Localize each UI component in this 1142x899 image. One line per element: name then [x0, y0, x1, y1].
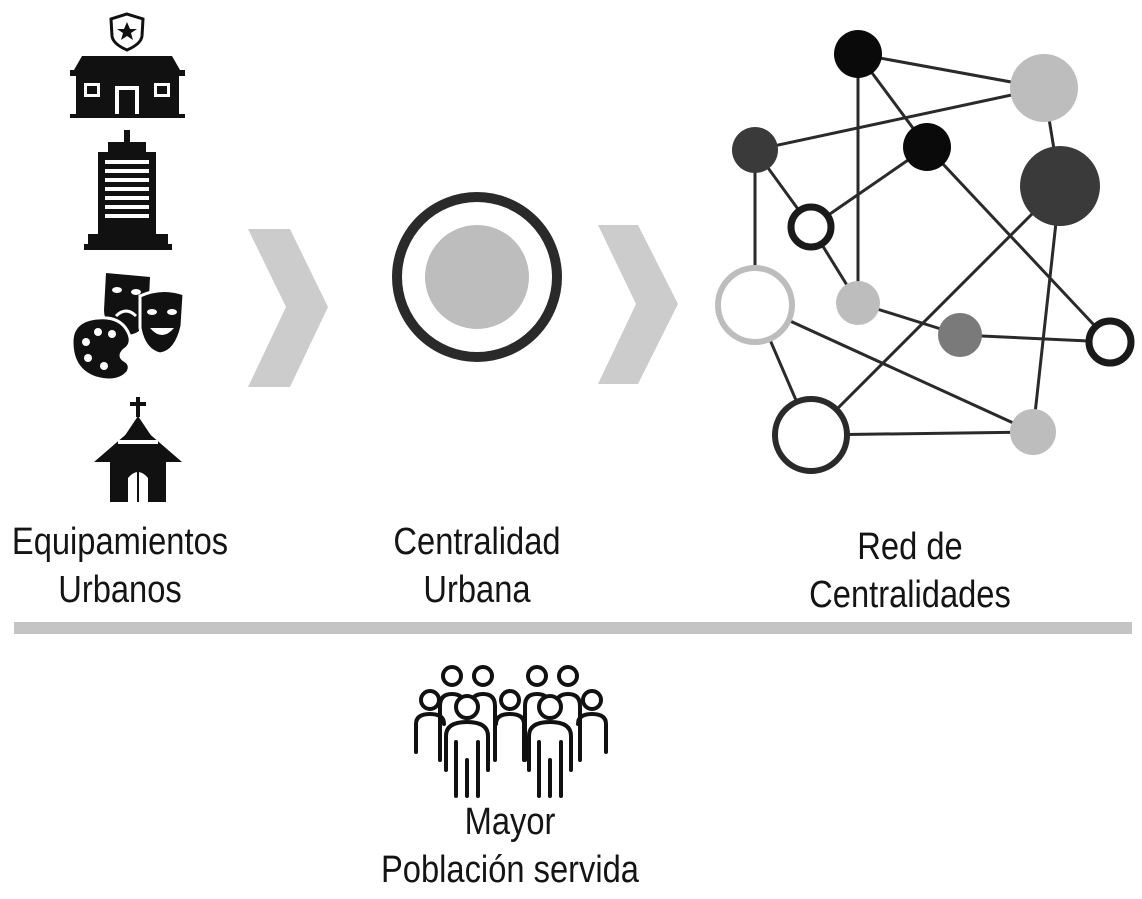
- label-line: Centralidad: [393, 521, 561, 563]
- label-centralidad-urbana: Centralidad Urbana: [357, 518, 598, 614]
- divider: [14, 622, 1132, 634]
- label-line: Centralidades: [809, 574, 1011, 616]
- people-group-icon: [414, 665, 608, 798]
- chevron-right-icon: [248, 229, 328, 387]
- label-line: Equipamientos: [11, 521, 229, 563]
- label-equipamientos-urbanos: Equipamientos Urbanos: [0, 518, 258, 614]
- label-line: Red de: [857, 526, 963, 568]
- label-red-de-centralidades: Red de Centralidades: [781, 523, 1039, 619]
- office-tower-icon: [84, 130, 172, 250]
- theatre-arts-icon: [70, 273, 186, 382]
- label-line: Urbanos: [58, 569, 182, 611]
- network-graph-icon: [715, 30, 1135, 474]
- label-mayor-poblacion-servida: Mayor Población servida: [372, 798, 647, 894]
- label-line: Mayor: [464, 801, 556, 843]
- label-line: Población servida: [381, 849, 639, 891]
- chevron-right-icon: [598, 225, 678, 384]
- church-icon: [94, 397, 182, 502]
- police-station-icon: [70, 12, 185, 118]
- label-line: Urbana: [423, 569, 531, 611]
- centrality-circle-icon: [392, 192, 562, 362]
